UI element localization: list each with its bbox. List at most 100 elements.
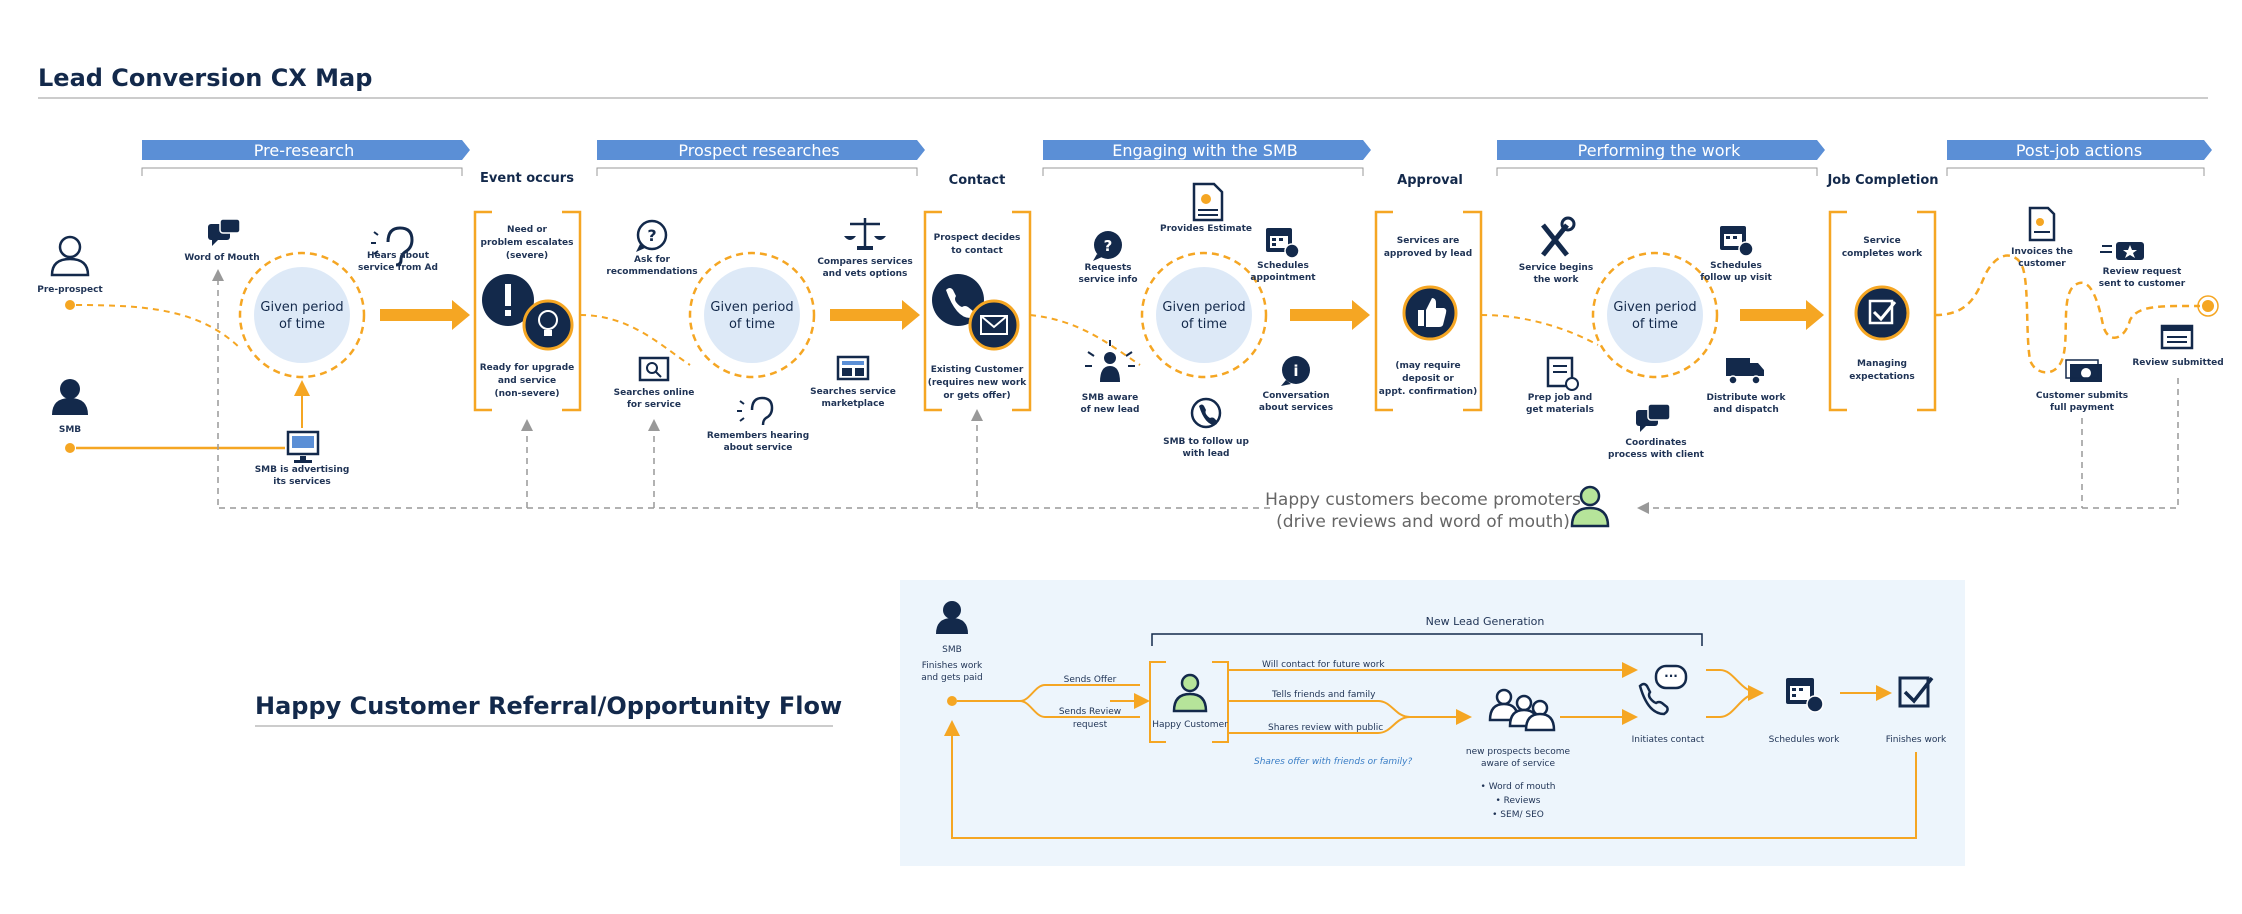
post-job-end-ring [2197, 295, 2219, 317]
referral-smb-sub-1: Finishes work [922, 661, 983, 671]
calendar-icon [1266, 228, 1300, 259]
pre-prospect-dot [65, 300, 75, 310]
requests-label-2: service info [1078, 275, 1137, 285]
promoters-line1: Happy customers become promoters [1265, 490, 1581, 510]
svg-text:problem escalates: problem escalates [481, 238, 574, 248]
svg-text:appt. confirmation): appt. confirmation) [1379, 387, 1477, 397]
sends-review-label: Sends Review [1059, 707, 1121, 717]
svg-text:Given period: Given period [1162, 300, 1245, 315]
promoters-line2: (drive reviews and word of mouth) [1276, 512, 1570, 532]
feedback-loop-right [1637, 378, 2179, 514]
monitor-icon [286, 430, 320, 463]
svg-text:approved by lead: approved by lead [1384, 249, 1472, 259]
remembers-label-2: about service [724, 443, 793, 453]
tools-icon [1541, 216, 1576, 257]
follow-up-visit-label: Schedules [1710, 261, 1762, 271]
invoice-icon [2028, 206, 2056, 242]
follow-up-phone-icon [1190, 397, 1222, 429]
lightbulb-icon [522, 299, 574, 351]
review-star-icon [2100, 242, 2144, 260]
milestone-approval-text: Services are approved by lead (may requi… [1379, 236, 1477, 397]
milestone-approval-bracket [1374, 210, 1483, 412]
new-prospects-label: new prospects become [1466, 747, 1571, 757]
smb-dot [65, 443, 75, 453]
shares-label: Shares review with public [1268, 723, 1383, 733]
prep-label: Prep job and [1528, 393, 1592, 403]
bullet-sem-seo: • SEM/ SEO [1492, 810, 1544, 820]
svg-text:···: ··· [1664, 669, 1678, 683]
svg-text:?: ? [1104, 237, 1113, 255]
referral-smb-label: SMB [942, 645, 962, 655]
milestone-contact-bracket [923, 210, 1032, 412]
pre-prospect-label: Pre-prospect [37, 285, 103, 295]
shares-offer-label: Shares offer with friends or family? [1254, 757, 1412, 767]
sends-review-label-2: request [1073, 720, 1108, 730]
schedules-work-label: Schedules work [1769, 735, 1840, 745]
svg-text:i: i [1293, 362, 1298, 380]
svg-text:and service: and service [498, 376, 556, 386]
svg-text:Given period: Given period [1613, 300, 1696, 315]
stage-banner-engaging: Engaging with the SMB [1042, 140, 1371, 176]
milestone-completion-bracket [1828, 210, 1937, 412]
group-people-icon [1488, 688, 1556, 732]
full-payment-label: Customer submits [2036, 391, 2128, 401]
new-prospects-label-2: aware of service [1481, 759, 1556, 769]
svg-text:Ready for upgrade: Ready for upgrade [480, 363, 575, 373]
svg-text:Need or: Need or [507, 225, 547, 235]
scale-icon [844, 218, 886, 250]
svg-text:of time: of time [1181, 317, 1227, 332]
finishes-work-label: Finishes work [1886, 735, 1947, 745]
coordinates-label: Coordinates [1625, 438, 1686, 448]
period-circle-2: Given period of time [688, 251, 816, 379]
hears-ad-label: Hears about [367, 251, 430, 261]
coordinates-label-2: process with client [1608, 450, 1705, 460]
review-request-label-2: sent to customer [2099, 279, 2186, 289]
svg-text:Given period: Given period [710, 300, 793, 315]
promoter-avatar-icon [1570, 485, 1610, 528]
ear-icon [371, 226, 414, 267]
referral-smb-sub-2: and gets paid [921, 673, 983, 683]
word-of-mouth-label: Word of Mouth [184, 253, 259, 263]
initiates-label: Initiates contact [1632, 735, 1705, 745]
payment-icon [2065, 359, 2102, 382]
period-circle-1: Given period of time [238, 251, 366, 379]
milestone-job-completion-title: Job Completion [1826, 173, 1938, 188]
svg-text:Engaging with the SMB: Engaging with the SMB [1112, 141, 1298, 160]
sends-offer-label: Sends Offer [1064, 675, 1117, 685]
bullet-reviews: • Reviews [1496, 796, 1541, 806]
service-begins-label: Service begins [1519, 263, 1593, 273]
thumbs-up-icon [1402, 285, 1458, 341]
ask-recommend-label: Ask for [634, 255, 671, 265]
info-chat-icon: i [1281, 356, 1310, 386]
path-approval-to-circle4 [1480, 314, 1599, 346]
svg-text:(non-severe): (non-severe) [495, 389, 560, 399]
searches-online-label-2: for service [627, 400, 681, 410]
schedules-appt-label-2: appointment [1250, 273, 1316, 283]
aware-label-2: of new lead [1081, 405, 1140, 415]
phone-icon [932, 274, 984, 326]
compares-label: Compares services [817, 257, 912, 267]
svg-text:(may require: (may require [1395, 361, 1460, 371]
finish-checkbox-icon [1898, 676, 1934, 708]
bullet-word-of-mouth: • Word of mouth [1481, 782, 1556, 792]
stage-banner-pre-research: Pre-research [141, 140, 470, 176]
checkbox-icon [1854, 285, 1910, 341]
milestone-contact-title: Contact [949, 173, 1006, 188]
alert-person-icon [1085, 340, 1135, 382]
referral-panel [900, 580, 1965, 866]
svg-text:Performing the work: Performing the work [1578, 141, 1741, 160]
stage-banner-post-job: Post-job actions [1946, 140, 2212, 176]
stage-banner-prospect-researches: Prospect researches [596, 140, 925, 176]
tells-label: Tells friends and family [1271, 690, 1376, 700]
chat-bubbles-icon-2 [1636, 403, 1671, 432]
path-post-job [1934, 254, 2201, 374]
conversation-label: Conversation [1262, 391, 1329, 401]
invoices-label-2: customer [2018, 259, 2066, 269]
svg-text:Prospect decides: Prospect decides [934, 233, 1021, 243]
period-circle-3: Given period of time [1140, 251, 1268, 379]
question-bubble-icon: ? [636, 219, 668, 252]
milestone-completion-text: Service completes work Managing expectat… [1842, 236, 1923, 382]
svg-text:expectations: expectations [1849, 372, 1915, 382]
svg-text:of time: of time [729, 317, 775, 332]
